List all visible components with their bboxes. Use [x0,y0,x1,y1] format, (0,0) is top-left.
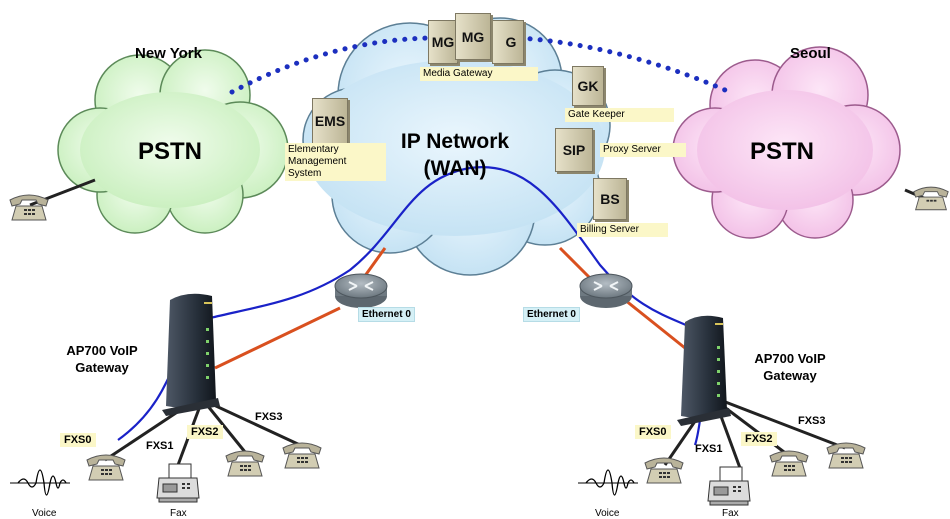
pstn-cloud-right [672,46,901,239]
pstn-cloud-left [57,49,289,234]
gateway-right-line1: AP700 VoIP [754,351,826,366]
sip-proxy-label: Proxy Server [600,143,686,157]
media-gateway-label: Media Gateway [420,67,538,81]
phone-icon-right-pstn [913,186,949,211]
mg-icon-2: MG [461,28,485,45]
voice-waveform-icon-left [10,469,70,496]
router-icon-left [334,273,388,308]
ip-network-title: IP Network (WAN) [375,128,535,182]
phone-icon-fxs0-left [86,454,126,481]
gatekeeper-label: Gate Keeper [565,108,674,122]
gateway-device-icon-right [677,315,731,426]
ems-server: EMS [312,98,348,144]
gateway-left-line2: Gateway [75,360,129,375]
port-fxs1-right: FXS1 [695,443,723,455]
ethernet-label-right: Ethernet 0 [523,307,580,322]
ip-network-line1: IP Network [400,130,510,153]
billing-server-label: Billing Server [577,223,668,237]
pstn-label-left: PSTN [138,138,203,165]
phone-icon-fxs0-right [644,457,684,484]
phone-icon-fxs3-left [282,442,322,469]
gk-icon: GK [577,78,599,94]
location-new-york: New York [135,45,202,62]
router-icon-right [579,273,633,308]
phone-icon-fxs2-left [225,450,265,477]
phone-icon-left-pstn [9,194,49,221]
fax-icon-left [156,463,200,503]
location-seoul: Seoul [790,45,831,62]
phone-icon-fxs3-right [826,442,866,469]
ems-label: Elementary Management System [285,143,386,181]
voice-label-left: Voice [32,508,57,519]
gateway-left-line1: AP700 VoIP [66,343,138,358]
port-fxs0-right: FXS0 [635,425,671,439]
gateway-label-left: AP700 VoIP Gateway [52,342,152,376]
port-fxs2-right: FXS2 [741,432,777,446]
port-fxs0-left: FXS0 [60,433,96,447]
gateway-device-icon-left [162,293,220,416]
ethernet-label-left: Ethernet 0 [358,307,415,322]
ip-network-line2: (WAN) [423,157,487,180]
sip-server: SIP [555,128,593,172]
ethernet-cables [214,246,691,370]
ems-label-line3: System [288,168,322,179]
media-gateway-server-1: MG [428,20,458,64]
billing-server: BS [593,178,627,220]
gatekeeper-server: GK [572,66,604,106]
sip-icon: SIP [562,142,586,158]
ems-label-line2: Management [288,156,347,167]
gateway-label-right: AP700 VoIP Gateway [740,350,840,384]
voice-waveform-icon-right [578,469,638,496]
gateway-right-line2: Gateway [763,368,817,383]
port-fxs3-left: FXS3 [255,411,283,423]
fax-label-left: Fax [170,508,187,519]
ems-icon: EMS [314,113,346,129]
port-fxs3-right: FXS3 [798,415,826,427]
mg-icon-1: MG [431,34,455,50]
fax-label-right: Fax [722,508,739,519]
ems-label-line1: Elementary [288,144,339,155]
port-fxs2-left: FXS2 [187,425,223,439]
bs-icon: BS [600,191,620,207]
pstn-trunk-links [229,35,728,95]
voice-label-right: Voice [595,508,620,519]
media-gateway-server-2: MG [455,13,491,60]
phone-icon-fxs2-right [769,450,809,477]
ip-network-cloud [302,17,611,276]
pstn-label-right: PSTN [750,138,815,165]
mg-icon-3: G [505,34,517,50]
fax-icon-right [707,466,751,506]
port-fxs1-left: FXS1 [146,440,174,452]
media-gateway-server-3: G [492,20,524,64]
